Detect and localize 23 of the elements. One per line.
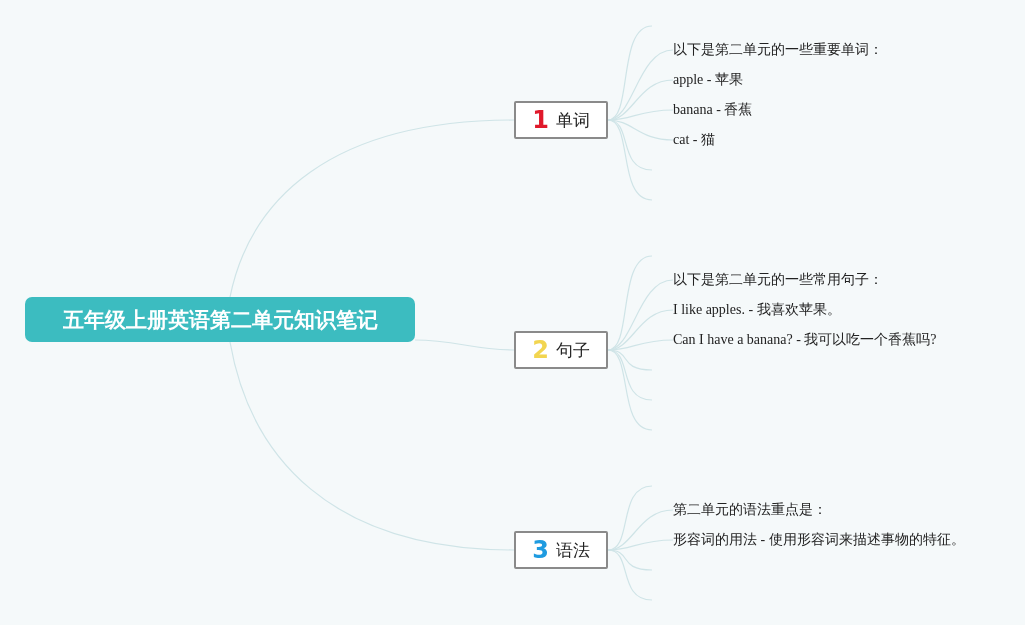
branch-box: [514, 531, 608, 569]
note-text: 以下是第二单元的一些常用句子：: [673, 271, 883, 289]
priority-number: 2: [532, 338, 549, 362]
topic-box: [25, 297, 415, 342]
priority-number: 1: [532, 108, 549, 132]
topic-title: 五年级上册英语第二单元知识笔记: [62, 306, 378, 334]
note-text: apple - 苹果: [673, 71, 743, 89]
note-text: I like apples. - 我喜欢苹果。: [673, 301, 841, 319]
branch-label: 句子: [555, 338, 590, 362]
note-text: 以下是第二单元的一些重要单词：: [673, 41, 883, 59]
note-text: banana - 香蕉: [673, 101, 753, 119]
branch-box: [514, 101, 608, 139]
branch-box: [514, 331, 608, 369]
branch-line: [229, 341, 515, 551]
priority-number: 3: [532, 538, 549, 562]
branch-line: [414, 339, 515, 351]
note-text: 形容词的用法 - 使用形容词来描述事物的特征。: [673, 531, 965, 549]
note-text: 第二单元的语法重点是：: [673, 501, 827, 519]
branch-label: 单词: [555, 108, 590, 132]
branch-label: 语法: [555, 538, 590, 562]
note-text: Can I have a banana? - 我可以吃一个香蕉吗?: [673, 331, 937, 349]
branch-line: [229, 119, 515, 298]
note-text: cat - 猫: [673, 131, 715, 149]
